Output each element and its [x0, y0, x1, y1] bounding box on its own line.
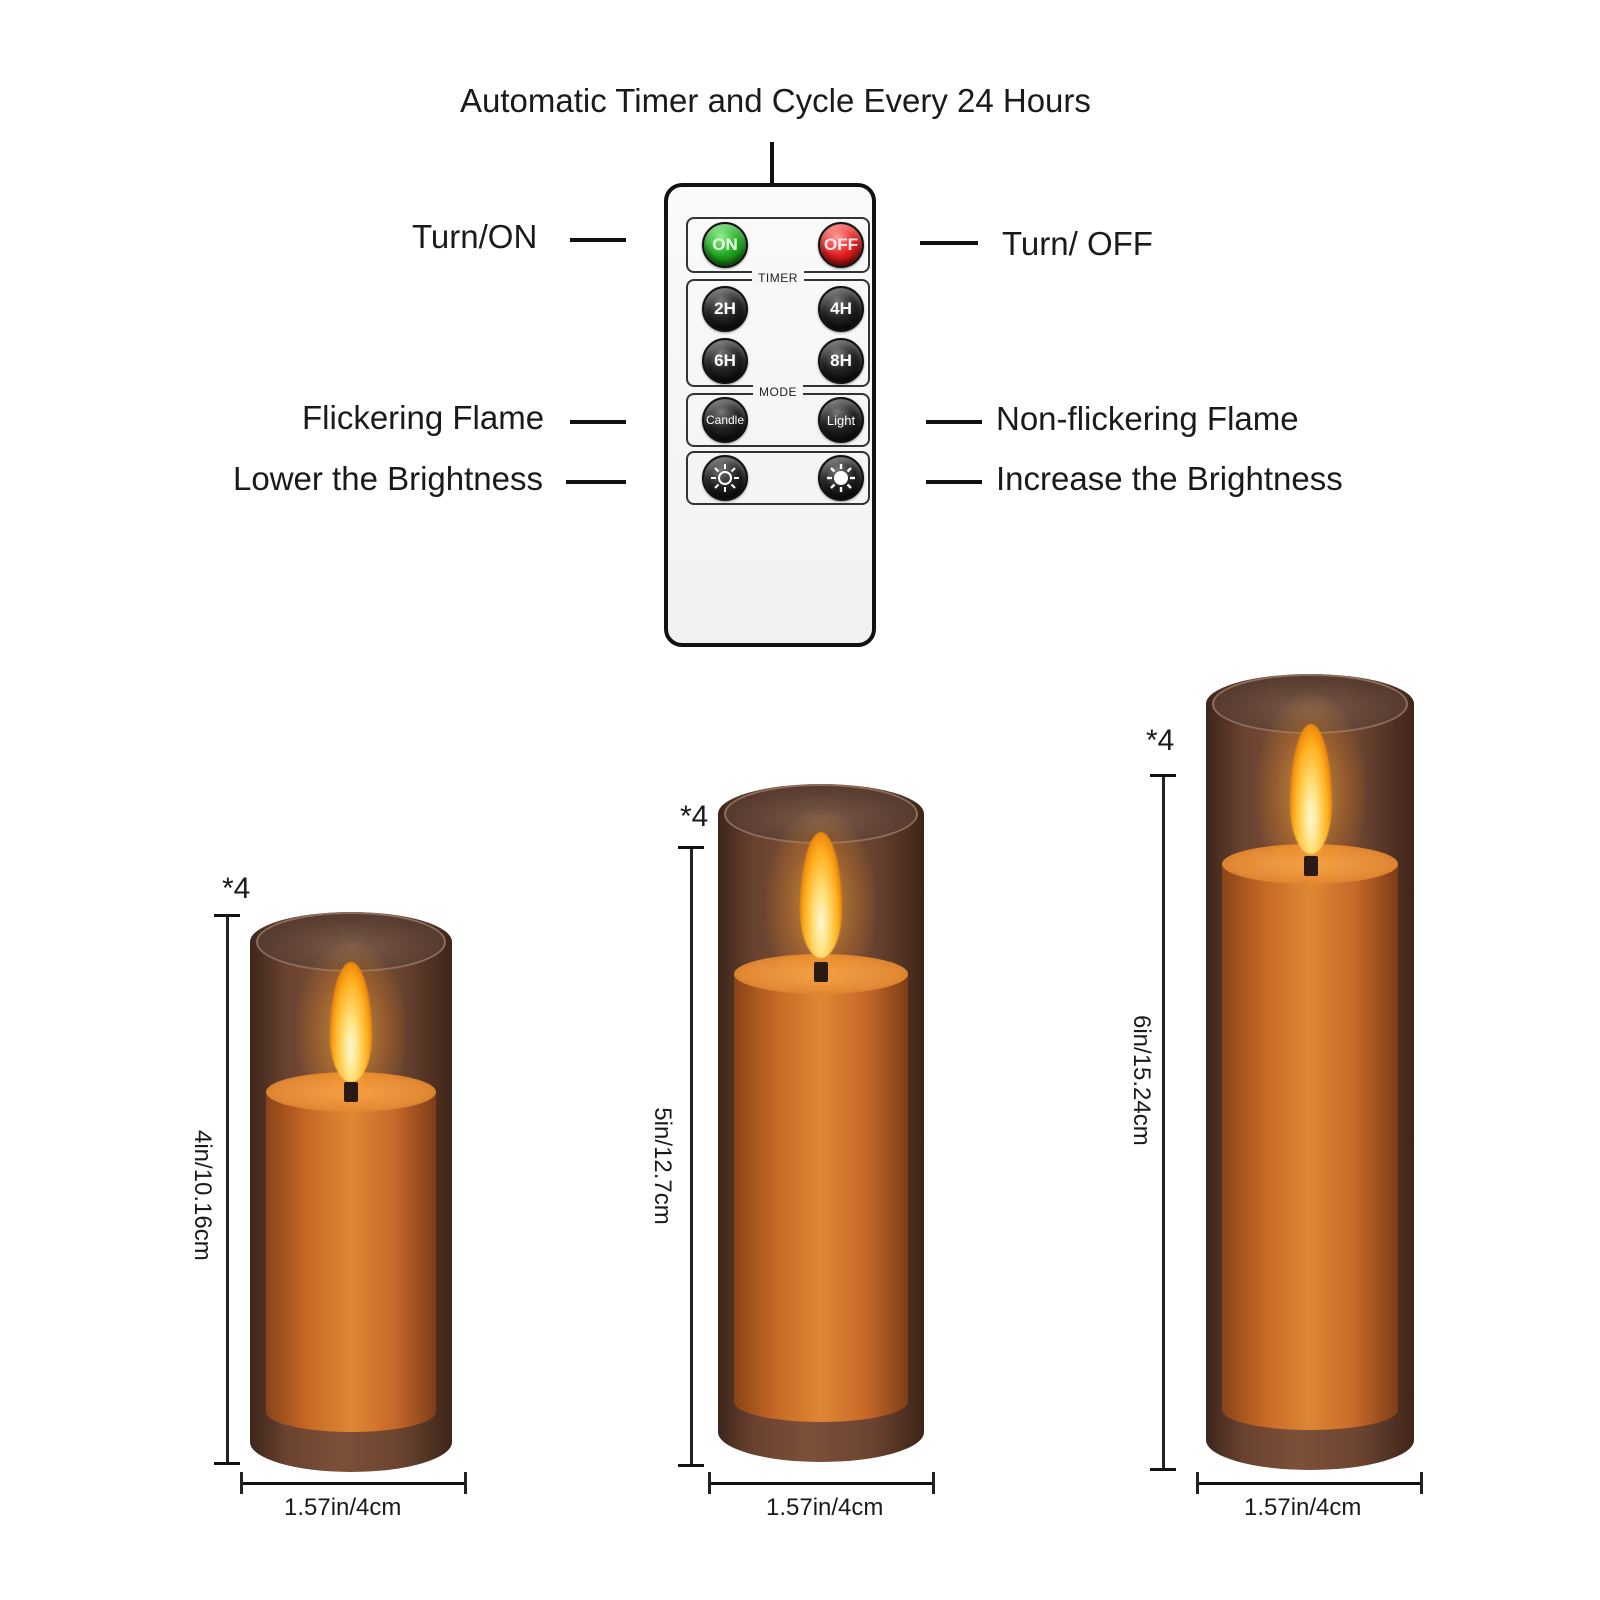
power-group: ON OFF	[686, 217, 870, 273]
candle-2-wick	[814, 962, 828, 982]
candle-1-width-cap-right	[464, 1472, 467, 1494]
candle-3-height-cap-top	[1150, 774, 1176, 777]
timer-8h-button[interactable]: 8H	[818, 338, 864, 384]
candle-mode-button[interactable]: Candle	[702, 397, 748, 443]
candle-3-wick	[1304, 856, 1318, 876]
timer-group: TIMER 2H 4H 6H 8H	[686, 271, 870, 387]
candle-2-width-cap-right	[932, 1472, 935, 1494]
candle-3-count: *4	[1146, 724, 1175, 757]
candle-2-height-cap-top	[678, 846, 704, 849]
candle-3-wax	[1222, 864, 1398, 1430]
on-button[interactable]: ON	[702, 222, 748, 268]
candle-2	[718, 784, 924, 1462]
candle-1-height-line	[226, 916, 229, 1464]
remote-control: ON OFF TIMER 2H 4H 6H 8H MODE Candle Lig…	[664, 183, 876, 647]
increase-brightness-pointer	[926, 480, 982, 484]
turn-off-pointer	[920, 241, 978, 245]
timer-group-title: TIMER	[752, 271, 804, 285]
turn-on-pointer	[570, 238, 626, 242]
candle-1-width-label: 1.57in/4cm	[284, 1494, 402, 1521]
candle-3-width-cap-left	[1196, 1472, 1199, 1494]
candle-2-height-cap-bottom	[678, 1464, 704, 1467]
increase-brightness-label: Increase the Brightness	[996, 460, 1343, 497]
brightness-group	[686, 451, 870, 505]
candle-2-width-label: 1.57in/4cm	[766, 1494, 884, 1521]
flickering-label: Flickering Flame	[302, 399, 545, 436]
mode-group: MODE Candle Light	[686, 385, 870, 447]
candle-1-wick	[344, 1082, 358, 1102]
candle-3-height-cap-bottom	[1150, 1468, 1176, 1471]
candle-3-height-label: 6in/15.24cm	[1128, 1015, 1155, 1146]
candle-2-flame	[800, 832, 842, 958]
turn-on-label: Turn/ON	[412, 218, 538, 255]
lower-brightness-label: Lower the Brightness	[233, 460, 544, 497]
timer-caption: Automatic Timer and Cycle Every 24 Hours	[460, 82, 1091, 119]
mode-group-title: MODE	[753, 385, 803, 399]
timer-2h-button[interactable]: 2H	[702, 286, 748, 332]
turn-off-label: Turn/ OFF	[1002, 225, 1153, 262]
candle-2-width-cap-left	[708, 1472, 711, 1494]
non-flickering-label: Non-flickering Flame	[996, 400, 1299, 437]
candle-3-flame	[1290, 724, 1332, 854]
brightness-down-button[interactable]	[702, 455, 748, 501]
off-button[interactable]: OFF	[818, 222, 864, 268]
candle-2-height-label: 5in/12.7cm	[649, 1107, 676, 1225]
candle-3-width-label: 1.57in/4cm	[1244, 1494, 1362, 1521]
candle-2-height-line	[690, 848, 693, 1466]
light-mode-button[interactable]: Light	[818, 397, 864, 443]
candle-1-height-cap-top	[214, 914, 240, 917]
candle-1-count: *4	[222, 872, 251, 905]
lower-brightness-pointer	[566, 480, 626, 484]
candle-1-height-label: 4in/10.16cm	[189, 1130, 216, 1261]
candle-1-width-cap-left	[240, 1472, 243, 1494]
flickering-pointer	[570, 420, 626, 424]
timer-4h-button[interactable]: 4H	[818, 286, 864, 332]
non-flickering-pointer	[926, 420, 982, 424]
timer-6h-button[interactable]: 6H	[702, 338, 748, 384]
candle-1-width-line	[240, 1482, 466, 1485]
brightness-up-button[interactable]	[818, 455, 864, 501]
candle-1-wax	[266, 1090, 436, 1432]
dim-sun-icon	[711, 464, 739, 492]
candle-1-height-cap-bottom	[214, 1462, 240, 1465]
candle-3	[1206, 674, 1414, 1470]
candle-3-width-line	[1196, 1482, 1422, 1485]
candle-3-height-line	[1162, 776, 1165, 1470]
candle-2-wax	[734, 974, 908, 1422]
bright-sun-icon	[827, 464, 855, 492]
candle-2-width-line	[708, 1482, 934, 1485]
candle-2-count: *4	[680, 800, 709, 833]
candle-1	[250, 912, 452, 1472]
candle-3-width-cap-right	[1420, 1472, 1423, 1494]
candle-1-flame	[330, 962, 372, 1082]
